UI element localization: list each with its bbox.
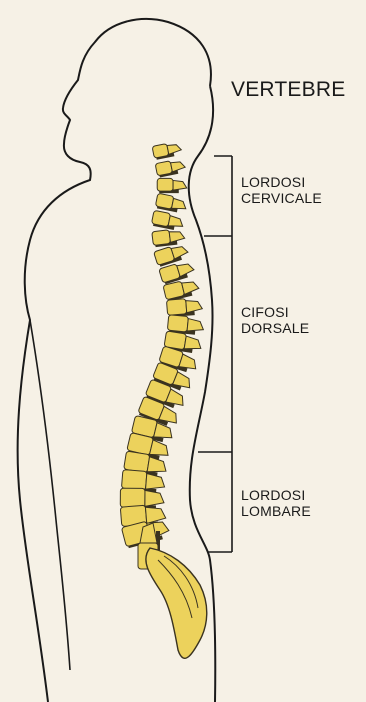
- vertebra: [155, 158, 186, 178]
- label-dorsal-line2: DORSALE: [241, 320, 309, 336]
- label-cervical-line1: LORDOSI: [241, 174, 322, 190]
- vertebra: [157, 178, 187, 193]
- label-dorsal-line1: CIFOSI: [241, 304, 309, 320]
- vertebra: [152, 141, 182, 160]
- vertebra: [155, 193, 188, 214]
- label-lumbar-line1: LORDOSI: [241, 487, 311, 503]
- region-bracket: [198, 156, 232, 552]
- label-lumbar-line2: LOMBARE: [241, 503, 311, 519]
- label-dorsal-kyphosis: CIFOSI DORSALE: [241, 304, 309, 336]
- vertebra: [152, 228, 186, 247]
- label-cervical-line2: CERVICALE: [241, 190, 322, 206]
- vertebra: [166, 297, 202, 317]
- diagram-title: VERTEBRE: [231, 78, 345, 102]
- sacrum-coccyx: [146, 548, 207, 658]
- label-lumbar-lordosis: LORDOSI LOMBARE: [241, 487, 311, 519]
- vertebra: [151, 210, 185, 231]
- label-cervical-lordosis: LORDOSI CERVICALE: [241, 174, 322, 206]
